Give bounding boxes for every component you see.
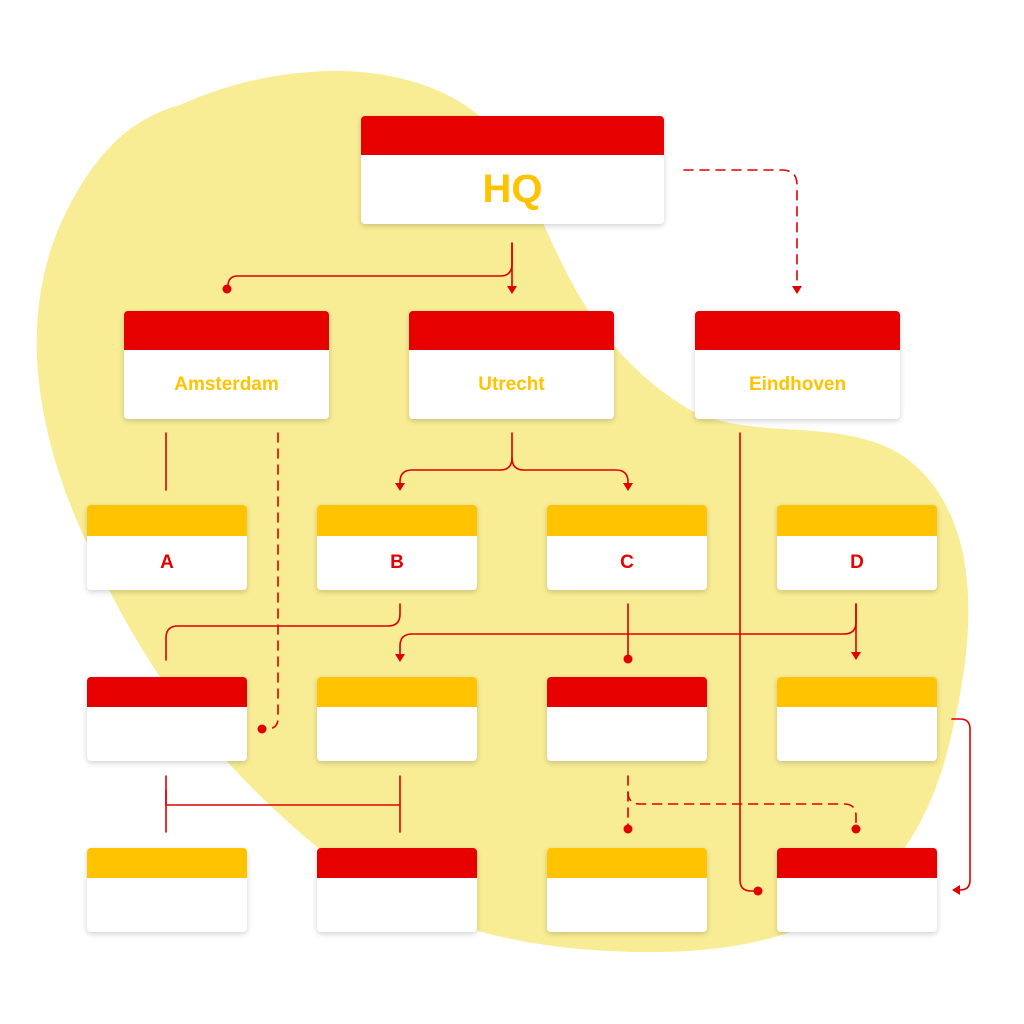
- unit-card-header: [87, 677, 247, 707]
- unit-card-row4-1: [87, 677, 247, 761]
- city-card-header: [409, 311, 614, 350]
- arrowhead: [851, 652, 861, 660]
- unit-card-row5-1: [87, 848, 247, 932]
- connector-hq-amsterdam: [227, 242, 513, 289]
- city-label-utrecht: Utrecht: [478, 373, 545, 395]
- hq-card: HQ: [361, 116, 664, 224]
- arrowhead: [623, 483, 633, 491]
- dot: [623, 824, 633, 834]
- branch-label-a: A: [160, 552, 174, 573]
- branch-card-a: A: [87, 505, 247, 590]
- branch-card-d: D: [777, 505, 937, 590]
- dot: [257, 724, 267, 734]
- connector-eindhoven-long: [739, 432, 759, 892]
- connector-row4-3-dashed-right: [627, 791, 857, 827]
- branch-card-header: [547, 505, 707, 536]
- unit-card-row5-4: [777, 848, 937, 932]
- branch-card-header: [87, 505, 247, 536]
- city-label-eindhoven: Eindhoven: [748, 373, 847, 395]
- city-label-amsterdam: Amsterdam: [174, 373, 279, 395]
- connector-b-row4: [165, 603, 401, 661]
- connector-hq-eindhoven: [683, 169, 798, 291]
- unit-card-header: [317, 848, 477, 878]
- city-card-amsterdam: Amsterdam: [124, 311, 329, 419]
- branch-label-d: D: [850, 552, 864, 573]
- connector-utrecht-b: [399, 432, 513, 488]
- city-card-utrecht: Utrecht: [409, 311, 614, 419]
- unit-card-header: [777, 848, 937, 878]
- city-card-header: [695, 311, 900, 350]
- connector-amsterdam-dashed: [263, 432, 279, 730]
- branch-card-header: [777, 505, 937, 536]
- unit-card-header: [87, 848, 247, 878]
- dot: [851, 824, 861, 834]
- unit-card-row5-2: [317, 848, 477, 932]
- city-card-header: [124, 311, 329, 350]
- branch-label-c: C: [620, 552, 634, 573]
- dot: [222, 284, 232, 294]
- branch-card-header: [317, 505, 477, 536]
- unit-card-header: [547, 848, 707, 878]
- connector-row4-4-row5-4: [951, 718, 971, 891]
- connector-dots: [222, 284, 861, 896]
- arrowhead: [952, 885, 960, 895]
- unit-card-row4-4: [777, 677, 937, 761]
- unit-card-row4-2: [317, 677, 477, 761]
- branch-label-b: B: [390, 552, 404, 573]
- connector-row4-1-row5-2: [165, 789, 401, 806]
- arrowhead: [507, 286, 517, 294]
- branch-card-c: C: [547, 505, 707, 590]
- arrowhead: [395, 654, 405, 662]
- unit-card-header: [317, 677, 477, 707]
- unit-card-row5-3: [547, 848, 707, 932]
- connector-utrecht-c: [511, 457, 629, 488]
- dot: [623, 654, 633, 664]
- unit-card-row4-3: [547, 677, 707, 761]
- unit-card-header: [547, 677, 707, 707]
- arrowhead: [792, 286, 802, 294]
- arrowhead: [395, 483, 405, 491]
- city-card-eindhoven: Eindhoven: [695, 311, 900, 419]
- background-blob: [36, 70, 969, 953]
- branch-card-b: B: [317, 505, 477, 590]
- hq-card-header: [361, 116, 664, 155]
- connector-d-row4-2: [399, 603, 857, 659]
- connector-arrowheads: [395, 286, 960, 895]
- unit-card-header: [777, 677, 937, 707]
- dot: [753, 886, 763, 896]
- hq-label: HQ: [482, 167, 543, 211]
